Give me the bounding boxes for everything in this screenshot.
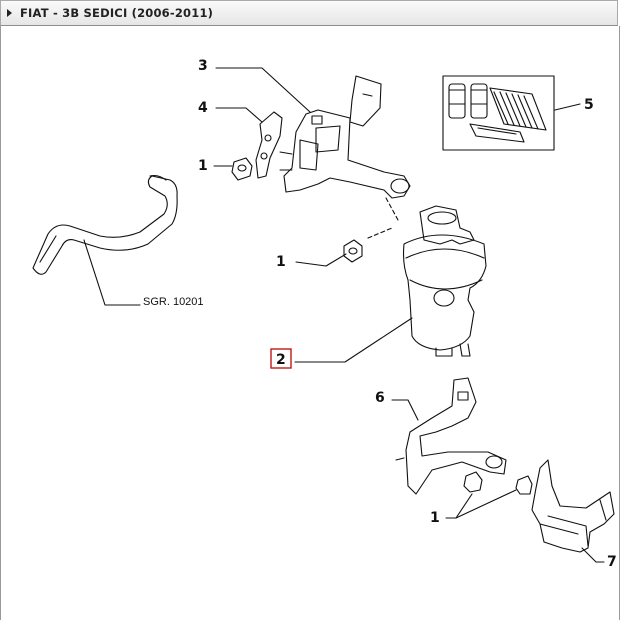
nut-1c-drawing [463,471,533,495]
bracket-6-leader-line [391,399,419,421]
hose-drawing [32,174,178,275]
kit-leader-line [554,103,581,111]
cover-7-leader-line [581,547,605,563]
callout-1c[interactable]: 1 [430,510,440,526]
filter-kit-drawing [442,75,555,151]
bracket-3-drawing [279,75,411,199]
callout-5[interactable]: 5 [584,97,594,113]
callout-1b[interactable]: 1 [276,254,286,270]
bracket-4-drawing [255,111,283,179]
bracket-6-drawing [395,377,507,495]
callout-3[interactable]: 3 [198,58,208,74]
callout-2[interactable]: 2 [276,352,286,368]
callout-1a[interactable]: 1 [198,158,208,174]
sgr-reference[interactable]: SGR. 10201 [143,296,204,308]
callout-4[interactable]: 4 [198,100,208,116]
nut-leader-line-b [455,489,517,519]
bracket-4-leader-line [215,107,263,123]
bracket-3-leader-line [215,67,311,113]
hose-leader-line [83,239,141,306]
nut-1b-leader-line [295,253,347,267]
header-bar: FIAT - 3B SEDICI (2006-2011) [0,0,618,26]
nut-1b-drawing [343,239,363,263]
callout-2-highlight [270,348,292,369]
filter-leader-line [294,317,413,363]
nut-leader-line-a [445,493,473,519]
nut-1a-drawing [231,157,253,181]
callout-6[interactable]: 6 [375,390,385,406]
fuel-filter-drawing [402,205,487,357]
triangle-right-icon[interactable] [7,9,12,17]
cover-7-drawing [531,459,615,553]
callout-7[interactable]: 7 [607,554,617,570]
diagram-title: FIAT - 3B SEDICI (2006-2011) [20,6,214,20]
